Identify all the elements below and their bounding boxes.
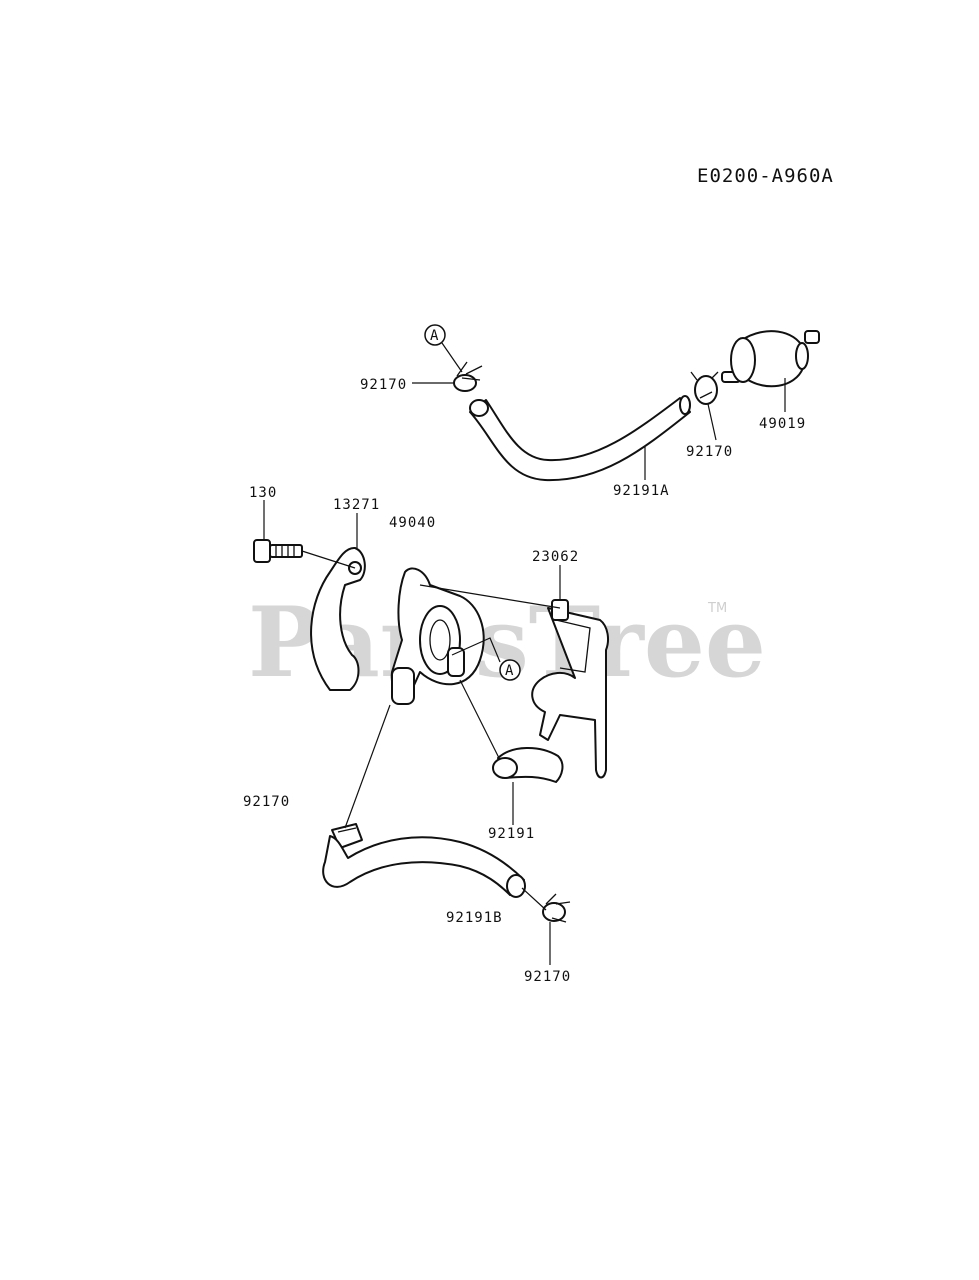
hose-clamp-top-right [690,371,719,405]
label-92191: 92191 [488,826,535,842]
callout-a-top: A [424,324,446,346]
fuel-hose-short [492,747,564,783]
label-49040: 49040 [389,515,436,531]
label-92170-top-left: 92170 [360,377,407,393]
label-13271: 13271 [333,497,380,513]
callout-a-pump: A [499,659,521,681]
fuel-hose-lower [322,835,526,898]
label-92170-top-right: 92170 [686,444,733,460]
watermark-trademark: TM [707,601,727,616]
label-92170-bottom: 92170 [524,969,571,985]
diagram-code: E0200-A960A [697,165,834,187]
label-92191b: 92191B [446,910,503,926]
fuel-hose-upper [469,395,691,482]
fuel-pump [390,567,485,705]
fuel-filter [721,330,820,388]
label-49019: 49019 [759,416,806,432]
pump-plate [310,546,366,691]
callout-a-top-letter: A [430,328,439,344]
mounting-bracket [531,599,609,779]
label-92191a: 92191A [613,483,670,499]
label-92170-lower-left: 92170 [243,794,290,810]
label-130: 130 [249,485,277,501]
hose-clamp-top-left [453,361,483,392]
label-23062: 23062 [532,549,579,565]
mounting-bolt [253,539,303,563]
leader-lines [263,342,786,965]
callout-a-pump-letter: A [505,663,514,679]
hose-clamp-bottom [542,893,571,923]
